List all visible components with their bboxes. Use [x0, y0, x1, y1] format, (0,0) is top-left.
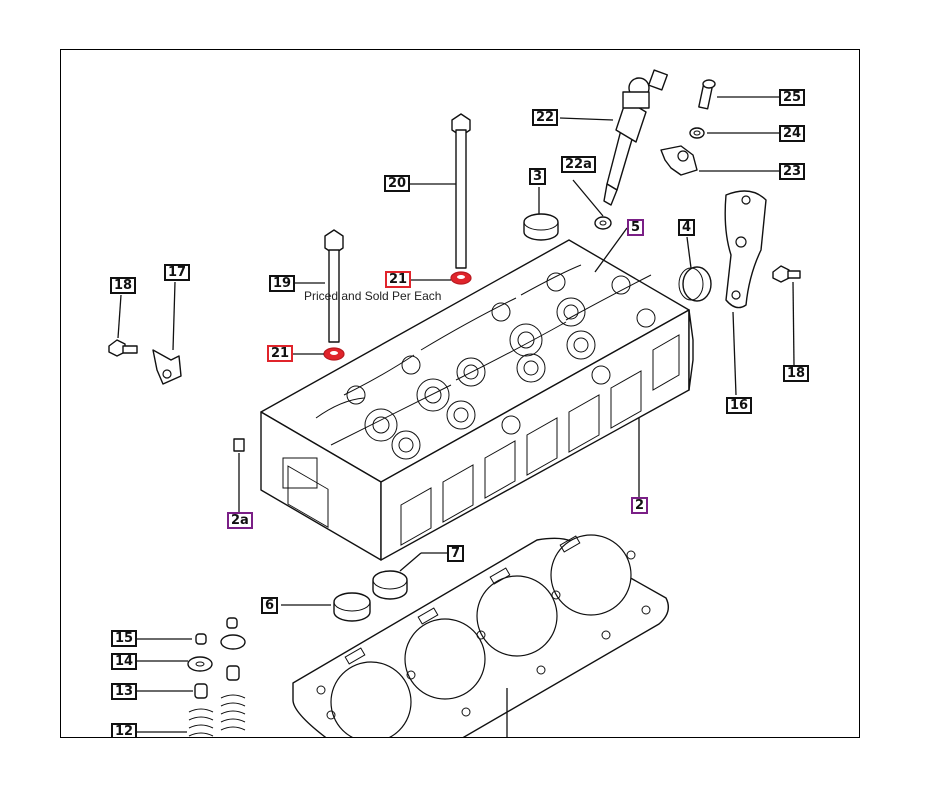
valve-cotter-15[interactable] [195, 617, 238, 645]
callout-18-left[interactable]: 18 [110, 277, 137, 294]
bolt-18-right[interactable] [772, 265, 801, 283]
callout-21-lower[interactable]: 21 [267, 345, 294, 362]
callout-6[interactable]: 6 [261, 597, 279, 614]
callout-4[interactable]: 4 [678, 219, 696, 236]
fuel-injector[interactable] [603, 69, 669, 206]
callout-16[interactable]: 16 [726, 397, 753, 414]
callout-14[interactable]: 14 [111, 653, 138, 670]
callout-2[interactable]: 2 [631, 497, 649, 514]
core-plug-4[interactable] [678, 266, 712, 302]
callout-13[interactable]: 13 [111, 683, 138, 700]
callout-21-upper[interactable]: 21 [385, 271, 412, 288]
callout-22a[interactable]: 22a [561, 156, 596, 173]
bracket-17[interactable] [152, 349, 182, 385]
callout-19[interactable]: 19 [269, 275, 296, 292]
washer-21-upper[interactable] [450, 271, 472, 285]
head-gasket[interactable] [292, 534, 669, 738]
washer-22a[interactable] [594, 216, 612, 230]
bolt-25[interactable] [698, 79, 716, 110]
seal-6[interactable] [333, 592, 371, 622]
callout-18-right[interactable]: 18 [783, 365, 810, 382]
spring-retainer-14[interactable] [187, 634, 246, 672]
callout-22[interactable]: 22 [532, 109, 559, 126]
callout-23[interactable]: 23 [779, 163, 806, 180]
clamp-23[interactable] [660, 145, 698, 176]
long-bolt-20[interactable] [451, 113, 471, 269]
valve-stem-seal-13[interactable] [194, 665, 240, 699]
callout-24[interactable]: 24 [779, 125, 806, 142]
callout-25[interactable]: 25 [779, 89, 806, 106]
callout-17[interactable]: 17 [164, 264, 191, 281]
dowel-2a[interactable] [233, 438, 245, 452]
seal-7[interactable] [372, 570, 408, 600]
callout-20[interactable]: 20 [384, 175, 411, 192]
callout-2a[interactable]: 2a [227, 512, 253, 529]
priced-per-each-note: Priced and Sold Per Each [304, 289, 442, 303]
seal-ring-3[interactable] [523, 213, 559, 241]
washer-24[interactable] [689, 127, 705, 139]
leader-lines [117, 96, 795, 737]
callout-7[interactable]: 7 [447, 545, 465, 562]
callout-12[interactable]: 12 [111, 723, 138, 737]
exploded-parts-drawing [108, 69, 801, 738]
callout-5[interactable]: 5 [627, 219, 645, 236]
callout-15[interactable]: 15 [111, 630, 138, 647]
bolt-18-left[interactable] [108, 339, 138, 357]
diagram-frame: 25 24 23 22 22a 20 3 5 4 21 21 19 18 17 … [60, 49, 860, 738]
callout-3[interactable]: 3 [529, 168, 547, 185]
washer-21-lower[interactable] [323, 347, 345, 361]
cylinder-head[interactable] [260, 239, 694, 561]
lifting-bracket-16[interactable] [724, 190, 767, 309]
long-bolt-19[interactable] [324, 229, 344, 343]
valve-spring-12[interactable] [188, 694, 246, 737]
